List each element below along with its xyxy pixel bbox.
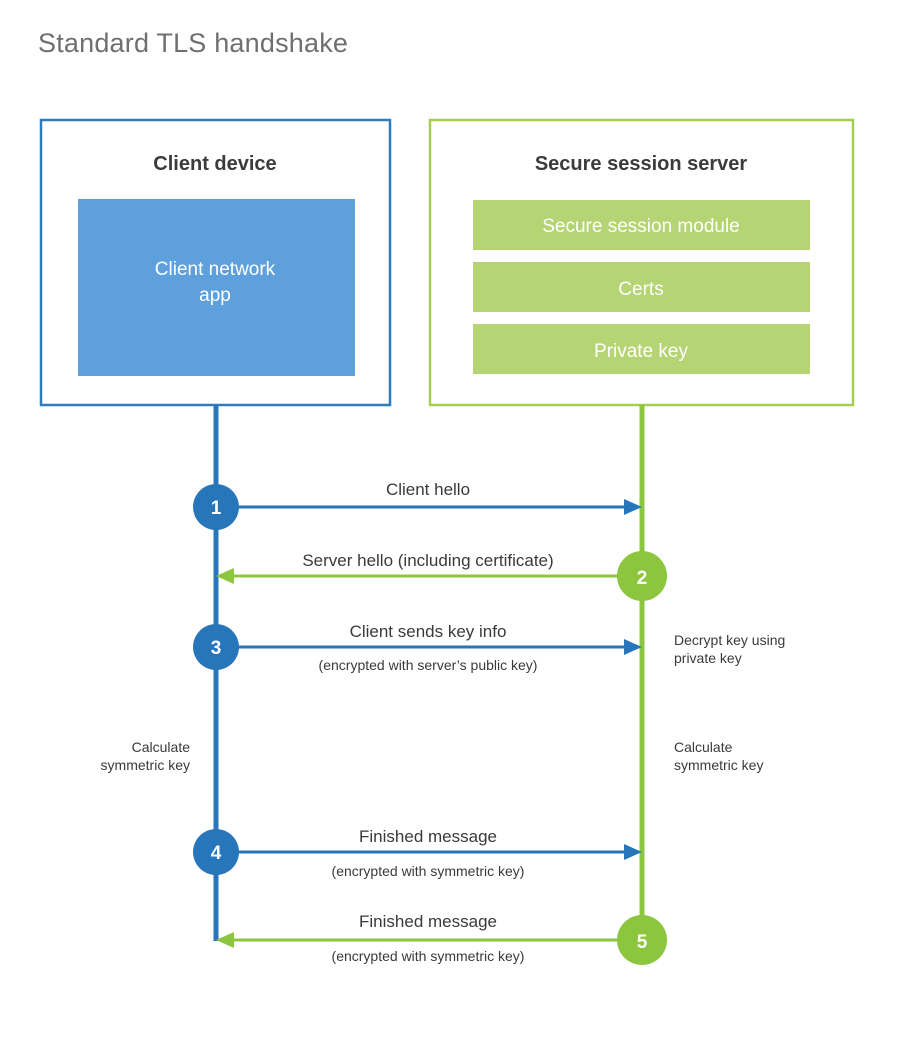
client-device-panel: Client device Client network app bbox=[39, 118, 392, 407]
client-network-app-label-line1: Client network bbox=[155, 259, 276, 280]
client-device-title: Client device bbox=[153, 153, 276, 175]
step-4-arrowhead bbox=[624, 844, 642, 860]
step-4-group: 4 Finished message (encrypted with symme… bbox=[193, 827, 642, 879]
step-4-sublabel: (encrypted with symmetric key) bbox=[332, 863, 525, 879]
client-calc-note-line1: Calculate bbox=[132, 739, 191, 755]
server-bar-label-1: Certs bbox=[618, 279, 663, 300]
decrypt-note-line1: Decrypt key using bbox=[674, 632, 785, 648]
server-bar-label-2: Private key bbox=[594, 341, 688, 362]
step-1-badge bbox=[193, 484, 239, 530]
decrypt-key-note: Decrypt key using private key bbox=[674, 632, 785, 666]
step-1-number: 1 bbox=[211, 498, 222, 519]
server-bar-private-key bbox=[473, 324, 810, 374]
step-3-group: 3 Client sends key info (encrypted with … bbox=[193, 622, 642, 673]
step-5-arrowhead bbox=[216, 932, 234, 948]
client-network-app-label-line2: app bbox=[199, 285, 231, 306]
server-bar-certs bbox=[473, 262, 810, 312]
step-3-arrowhead bbox=[624, 639, 642, 655]
secure-session-server-panel: Secure session server Secure session mod… bbox=[428, 118, 855, 407]
step-3-sublabel: (encrypted with server’s public key) bbox=[319, 657, 538, 673]
step-4-number: 4 bbox=[211, 843, 222, 864]
step-3-badge bbox=[193, 624, 239, 670]
step-5-sublabel: (encrypted with symmetric key) bbox=[332, 948, 525, 964]
step-2-arrowhead bbox=[216, 568, 234, 584]
step-1-label: Client hello bbox=[386, 480, 470, 499]
step-5-badge bbox=[617, 915, 667, 965]
step-2-badge bbox=[617, 551, 667, 601]
server-bar-secure-session-module bbox=[473, 200, 810, 250]
server-bar-label-0: Secure session module bbox=[542, 216, 740, 237]
step-3-label: Client sends key info bbox=[350, 622, 507, 641]
client-network-app-block bbox=[78, 199, 355, 376]
step-5-number: 5 bbox=[637, 932, 648, 953]
step-5-label: Finished message bbox=[359, 912, 497, 931]
step-4-label: Finished message bbox=[359, 827, 497, 846]
step-3-number: 3 bbox=[211, 638, 222, 659]
server-calc-note-line1: Calculate bbox=[674, 739, 733, 755]
step-4-badge bbox=[193, 829, 239, 875]
decrypt-note-line2: private key bbox=[674, 650, 742, 666]
page-title: Standard TLS handshake bbox=[38, 28, 349, 58]
server-calculate-symmetric-key-note: Calculate symmetric key bbox=[674, 739, 763, 773]
step-2-group: 2 Server hello (including certificate) bbox=[216, 551, 667, 601]
step-5-group: 5 Finished message (encrypted with symme… bbox=[216, 912, 667, 965]
step-1-group: 1 Client hello bbox=[193, 480, 642, 530]
client-calc-note-line2: symmetric key bbox=[101, 757, 190, 773]
client-calculate-symmetric-key-note: Calculate symmetric key bbox=[101, 739, 191, 773]
step-2-label: Server hello (including certificate) bbox=[302, 551, 553, 570]
step-2-number: 2 bbox=[637, 568, 648, 589]
step-1-arrowhead bbox=[624, 499, 642, 515]
server-title: Secure session server bbox=[535, 153, 748, 175]
server-calc-note-line2: symmetric key bbox=[674, 757, 763, 773]
